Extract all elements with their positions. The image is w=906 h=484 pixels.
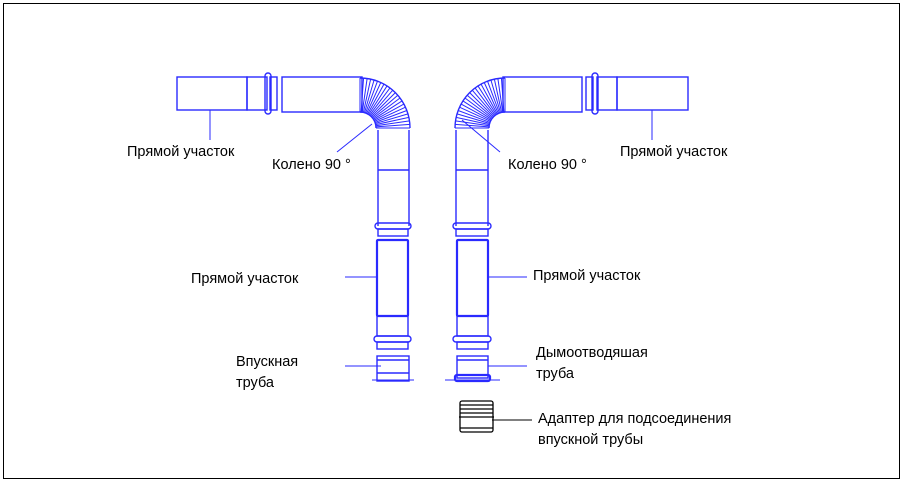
elbow-corrugation [368,85,388,115]
elbow-corrugation [375,116,409,126]
elbow-corrugation [370,92,396,118]
elbow-corrugation [497,78,504,113]
elbow-corrugation [370,89,394,117]
elbow-corrugation [375,123,410,128]
elbow-corrugation [372,97,401,119]
right-top-straight-pipe [585,72,689,115]
label-flue-line1: Дымоотводяшая [536,345,648,361]
elbow-corrugation [364,79,375,113]
elbow-corrugation [373,100,403,120]
left-vertical-pipe [373,130,412,350]
right-vertical-pipe [452,130,492,350]
elbow-corrugation [480,83,498,115]
label-straight-top-left: Прямой участок [127,144,235,160]
label-adapter-line2: впускной трубы [538,432,644,448]
label-straight-mid-left: Прямой участок [191,271,299,287]
elbow-corrugation [487,80,500,114]
diagram-frame [3,3,900,479]
elbow-corrugation [456,116,490,126]
intake-pipe [372,355,414,382]
elbow-corrugation [464,97,493,119]
elbow-corrugation [469,92,495,118]
elbow-corrugation [371,94,399,118]
elbow-corrugation [466,94,494,118]
label-flue-line2: труба [536,366,574,382]
label-straight-mid-right: Прямой участок [533,268,641,284]
label-elbow-right: Колено 90 ° [508,157,587,173]
label-elbow-left: Колено 90 ° [272,157,351,173]
left-horizontal-pipe [281,76,363,113]
elbow-corrugation [367,83,385,115]
elbow-outline [359,77,411,129]
elbow-corrugation [457,110,491,123]
right-elbow-90 [454,77,506,129]
label-straight-top-right: Прямой участок [620,144,728,160]
label-adapter-line1: Адаптер для подсоединения [538,411,732,427]
elbow-corrugation [360,78,365,113]
elbow-corrugation [373,103,405,121]
elbow-corrugation [460,103,492,121]
elbow-corrugation [374,106,406,122]
elbow-corrugation [455,123,490,128]
elbow-corrugation [361,78,368,113]
flue-pipe [445,355,500,383]
left-elbow-90 [359,77,411,129]
elbow-corrugation [483,82,499,114]
elbow-corrugation [490,79,501,113]
elbow-corrugation [369,87,391,116]
elbow-corrugation [455,120,490,127]
label-intake-line2: труба [236,375,274,391]
elbow-corrugation [366,82,382,114]
intake-adapter [459,400,494,433]
elbow-corrugation [362,79,372,113]
elbow-corrugation [471,89,495,117]
right-horizontal-pipe [502,76,583,113]
elbow-corrugation [474,87,496,116]
elbow-corrugation [477,85,497,115]
elbow-corrugation [375,113,409,124]
leader-lines [209,110,653,421]
elbow-corrugation [493,79,503,113]
label-intake-line1: Впускная [236,354,299,370]
elbow-corrugation [462,100,492,120]
elbow-corrugation [375,120,410,127]
elbow-corrugation [365,80,378,114]
elbow-corrugation [456,113,490,124]
elbow-corrugation [374,110,408,123]
left-top-straight-pipe [176,72,278,115]
elbow-corrugation [459,106,491,122]
